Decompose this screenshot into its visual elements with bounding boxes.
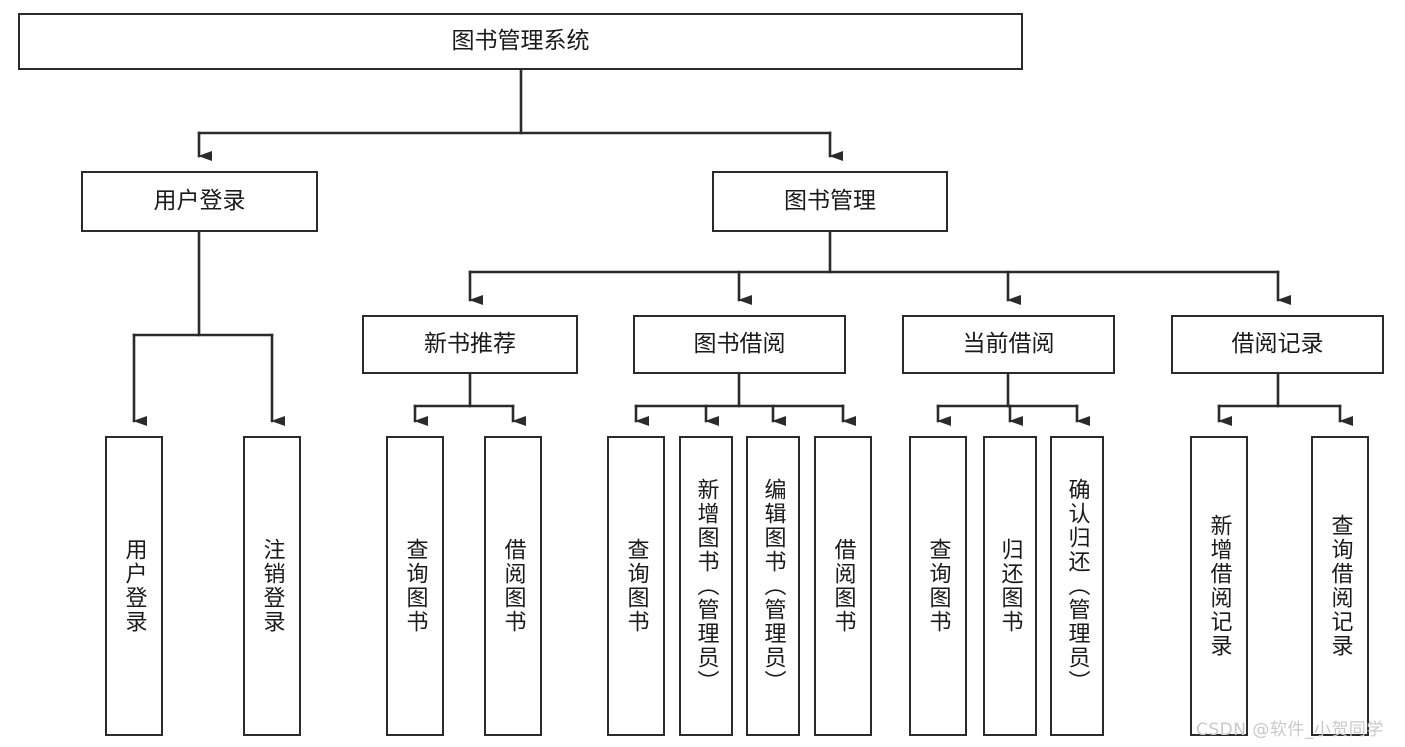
node-leaf-confirm-return[interactable]: 确认归还（管理员） (1050, 436, 1104, 736)
node-leaf-query-book-3[interactable]: 查询图书 (909, 436, 967, 736)
edge-book-borrow-to-leaves (634, 372, 856, 426)
node-leaf-add-book-label: 新增图书（管理员） (693, 478, 719, 694)
node-leaf-logout[interactable]: 注销登录 (243, 436, 301, 736)
edge-book-manage-to-level3 (468, 230, 1291, 305)
node-new-book-recommend[interactable]: 新书推荐 (362, 315, 578, 374)
node-leaf-query-book-1-label: 查询图书 (402, 538, 428, 634)
edge-root-to-level2 (197, 68, 843, 161)
edge-borrow-record-to-leaves (1217, 372, 1353, 426)
node-leaf-confirm-return-label: 确认归还（管理员） (1064, 478, 1090, 694)
node-book-borrow[interactable]: 图书借阅 (633, 315, 846, 374)
node-leaf-user-login-label: 用户登录 (121, 538, 147, 634)
node-leaf-add-record[interactable]: 新增借阅记录 (1190, 436, 1248, 736)
node-leaf-return-book[interactable]: 归还图书 (983, 436, 1037, 736)
node-leaf-query-book-3-label: 查询图书 (925, 538, 951, 634)
node-book-manage[interactable]: 图书管理 (712, 171, 948, 232)
node-leaf-query-book-1[interactable]: 查询图书 (386, 436, 444, 736)
edge-user-login-to-leaves (132, 230, 285, 426)
node-current-borrow-label: 当前借阅 (962, 331, 1055, 358)
edge-new-book-recommend-to-leaves (413, 372, 526, 426)
node-borrow-record-label: 借阅记录 (1231, 331, 1324, 358)
node-root-label: 图书管理系统 (451, 28, 590, 55)
node-leaf-user-login[interactable]: 用户登录 (105, 436, 163, 736)
edge-current-borrow-to-leaves (936, 372, 1090, 426)
node-root[interactable]: 图书管理系统 (18, 13, 1023, 70)
node-leaf-borrow-book-1-label: 借阅图书 (500, 538, 526, 634)
node-leaf-edit-book[interactable]: 编辑图书（管理员） (746, 436, 800, 736)
node-leaf-query-record-label: 查询借阅记录 (1327, 514, 1353, 658)
node-leaf-borrow-book-1[interactable]: 借阅图书 (484, 436, 542, 736)
node-leaf-return-book-label: 归还图书 (997, 538, 1023, 634)
node-leaf-query-record[interactable]: 查询借阅记录 (1311, 436, 1369, 736)
node-user-login[interactable]: 用户登录 (81, 171, 318, 232)
node-leaf-borrow-book-2-label: 借阅图书 (830, 538, 856, 634)
node-leaf-query-book-2[interactable]: 查询图书 (607, 436, 665, 736)
node-user-login-label: 用户登录 (153, 188, 246, 215)
node-leaf-borrow-book-2[interactable]: 借阅图书 (814, 436, 872, 736)
node-current-borrow[interactable]: 当前借阅 (902, 315, 1115, 374)
node-leaf-logout-label: 注销登录 (259, 538, 285, 634)
node-leaf-edit-book-label: 编辑图书（管理员） (760, 478, 786, 694)
node-leaf-add-book[interactable]: 新增图书（管理员） (679, 436, 733, 736)
node-book-manage-label: 图书管理 (784, 188, 876, 215)
node-new-book-recommend-label: 新书推荐 (424, 331, 516, 358)
node-leaf-query-book-2-label: 查询图书 (623, 538, 649, 634)
node-book-borrow-label: 图书借阅 (693, 331, 786, 358)
node-leaf-add-record-label: 新增借阅记录 (1206, 514, 1232, 658)
node-borrow-record[interactable]: 借阅记录 (1171, 315, 1384, 374)
